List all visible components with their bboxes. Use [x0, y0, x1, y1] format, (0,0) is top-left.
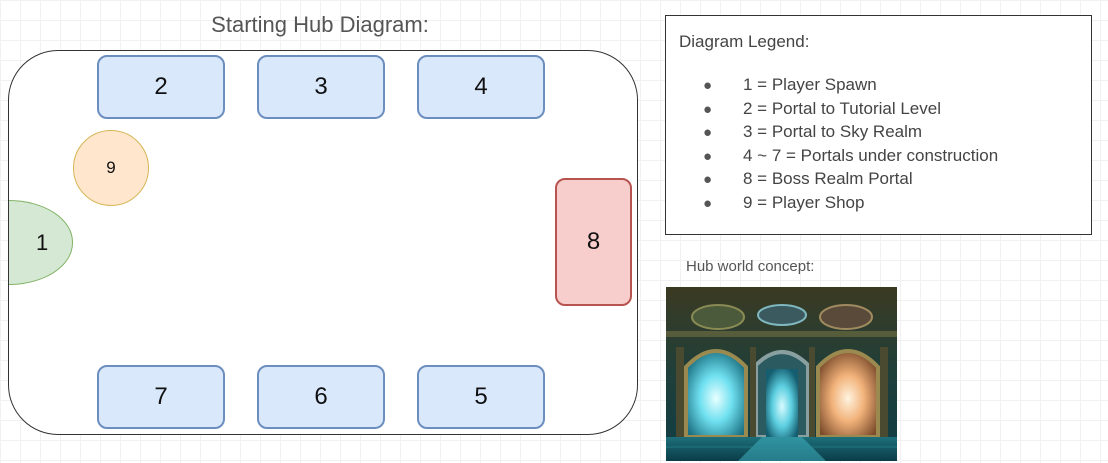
player-shop-node: 9 [73, 130, 149, 206]
legend-item-label: 2 = Portal to Tutorial Level [743, 98, 941, 118]
legend-title: Diagram Legend: [679, 32, 810, 51]
legend-item-label: 9 = Player Shop [743, 192, 865, 212]
legend-item-label: 3 = Portal to Sky Realm [743, 122, 923, 141]
portal-6: 6 [257, 365, 385, 429]
portal-5: 5 [417, 365, 545, 429]
portal-2: 2 [97, 55, 225, 119]
legend-item: ● 1 = Player Spawn [703, 74, 1091, 98]
bullet-icon: ● [703, 194, 713, 212]
legend-item: ● 9 = Player Shop [703, 192, 1091, 216]
bullet-icon: ● [703, 147, 713, 165]
hub-world-concept-image [666, 287, 897, 461]
bullet-icon: ● [703, 100, 713, 118]
legend-list: ● 1 = Player Spawn ● 2 = Portal to Tutoria… [679, 74, 1091, 215]
legend-item-label: 1 = Player Spawn [743, 75, 877, 94]
legend-item: ● 3 = Portal to Sky Realm [703, 121, 1091, 145]
legend-item: ● 2 = Portal to Tutorial Level [703, 98, 1091, 122]
boss-realm-portal: 8 [555, 178, 632, 306]
bullet-icon: ● [703, 171, 713, 188]
legend-item: ● 8 = Boss Realm Portal [703, 168, 1091, 192]
legend-item-label: 8 = Boss Realm Portal [743, 169, 913, 188]
concept-label: Hub world concept: [686, 258, 815, 275]
bullet-icon: ● [703, 77, 713, 94]
portal-7: 7 [97, 365, 225, 429]
portal-4: 4 [417, 55, 545, 119]
diagram-title: Starting Hub Diagram: [211, 12, 429, 37]
legend-item: ● 4 ~ 7 = Portals under construction [703, 145, 1091, 169]
legend-item-label: 4 ~ 7 = Portals under construction [743, 145, 999, 165]
portal-3: 3 [257, 55, 385, 119]
bullet-icon: ● [703, 124, 713, 141]
diagram-legend: Diagram Legend: ● 1 = Player Spawn ● 2 = P… [665, 15, 1092, 235]
